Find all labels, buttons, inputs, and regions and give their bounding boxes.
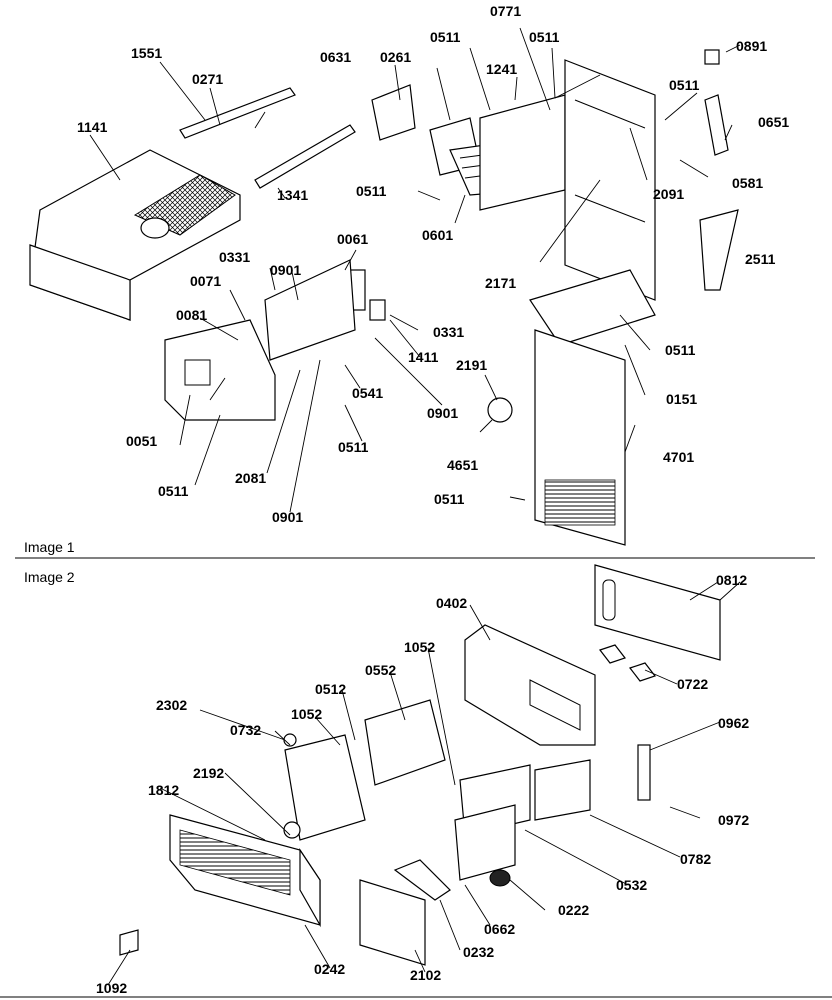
callout-0511: 0511	[430, 29, 461, 45]
callout-0331: 0331	[433, 324, 464, 340]
callout-2302: 2302	[156, 697, 187, 713]
rail-1341	[254, 124, 356, 189]
callout-0261: 0261	[380, 49, 411, 65]
callout-0511: 0511	[158, 483, 189, 499]
callout-1812: 1812	[148, 782, 179, 798]
callout-0601: 0601	[422, 227, 453, 243]
callout-1551: 1551	[131, 45, 162, 61]
callout-0651: 0651	[758, 114, 789, 130]
callout-0151: 0151	[666, 391, 697, 407]
strip-0651	[704, 94, 729, 156]
image2-labels: 0812 0402 1052 0722 0552 0512 2302 1052 …	[96, 572, 749, 996]
callout-1411: 1411	[408, 349, 439, 365]
section-label-image2: Image 2	[24, 569, 75, 585]
callout-0901: 0901	[270, 262, 301, 278]
bracket-0901	[264, 259, 356, 361]
callout-0511: 0511	[356, 183, 387, 199]
housing-0051	[164, 319, 276, 421]
callout-2102: 2102	[410, 967, 441, 983]
callout-0972: 0972	[718, 812, 749, 828]
callout-0232: 0232	[463, 944, 494, 960]
callout-4701: 4701	[663, 449, 694, 465]
callout-2091: 2091	[653, 186, 684, 202]
plate-2102	[359, 879, 426, 966]
callout-0051: 0051	[126, 433, 157, 449]
callout-0901: 0901	[427, 405, 458, 421]
callout-0662: 0662	[484, 921, 515, 937]
bracket-0962	[637, 744, 651, 801]
callout-0891: 0891	[736, 38, 767, 54]
callout-0901: 0901	[272, 509, 303, 525]
duct-0151	[529, 269, 656, 346]
panel-4701	[534, 329, 626, 546]
callout-1052: 1052	[404, 639, 435, 655]
callout-2511: 2511	[745, 251, 776, 267]
callout-0771: 0771	[490, 3, 521, 19]
callout-0812: 0812	[716, 572, 747, 588]
callout-0081: 0081	[176, 307, 207, 323]
callout-1141: 1141	[77, 119, 108, 135]
callout-0242: 0242	[314, 961, 345, 977]
callout-0512: 0512	[315, 681, 346, 697]
callout-0511: 0511	[665, 342, 696, 358]
rail-1551	[179, 87, 296, 139]
callout-0061: 0061	[337, 231, 368, 247]
callout-2191: 2191	[456, 357, 487, 373]
callout-0532: 0532	[616, 877, 647, 893]
callout-0271: 0271	[192, 71, 223, 87]
callout-0071: 0071	[190, 273, 221, 289]
cover-0631	[371, 84, 416, 141]
callout-0511: 0511	[669, 77, 700, 93]
callout-0331: 0331	[219, 249, 250, 265]
callout-0782: 0782	[680, 851, 711, 867]
image2-parts	[107, 564, 741, 986]
callout-1241: 1241	[486, 61, 517, 77]
box-0222	[454, 804, 516, 881]
bracket-0732	[284, 734, 366, 841]
callout-0732: 0732	[230, 722, 261, 738]
ice-bin-1141	[29, 149, 241, 321]
front-grille-1812	[169, 814, 321, 928]
part-0232	[393, 859, 451, 901]
block-1411	[369, 299, 386, 321]
callout-2081: 2081	[235, 470, 266, 486]
callout-4651: 4651	[447, 457, 478, 473]
callout-2192: 2192	[193, 765, 224, 781]
callout-0962: 0962	[718, 715, 749, 731]
bracket-0812	[594, 564, 721, 661]
callout-1092: 1092	[96, 980, 127, 996]
callout-1052: 1052	[291, 706, 322, 722]
clip-1092	[119, 929, 139, 956]
callout-0722: 0722	[677, 676, 708, 692]
knob-2192	[283, 821, 301, 839]
callout-0541: 0541	[352, 385, 383, 401]
back-panel-0771	[479, 59, 656, 301]
callout-0402: 0402	[436, 595, 467, 611]
callout-0222: 0222	[558, 902, 589, 918]
image1-labels: 0771 0511 0891 1551 0271 0631 0261 1241 …	[77, 3, 789, 525]
callout-0511: 0511	[529, 29, 560, 45]
callout-0631: 0631	[320, 49, 351, 65]
callout-1341: 1341	[277, 187, 308, 203]
section-label-image1: Image 1	[24, 539, 75, 555]
image1-parts	[29, 27, 741, 546]
callout-2171: 2171	[485, 275, 516, 291]
callout-0511: 0511	[434, 491, 465, 507]
box-0782	[534, 759, 591, 821]
spacer-0722	[599, 644, 626, 664]
callout-0511: 0511	[338, 439, 369, 455]
cap-0891	[704, 49, 720, 65]
strip-2511	[699, 209, 739, 291]
callout-0552: 0552	[365, 662, 396, 678]
knob-2191	[487, 397, 513, 423]
callout-0581: 0581	[732, 175, 763, 191]
frame-0552	[364, 699, 446, 786]
